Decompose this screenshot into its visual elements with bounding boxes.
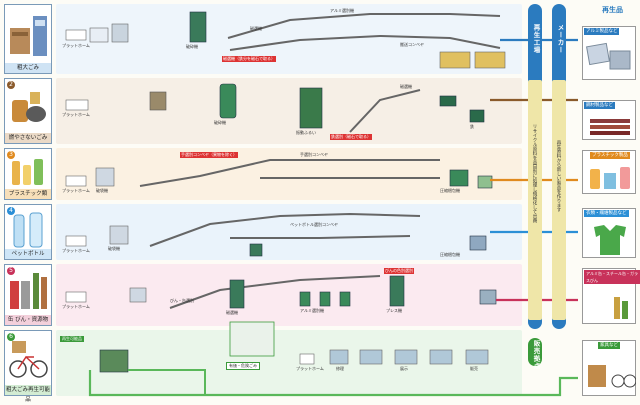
r6-label-display: 展示 xyxy=(400,366,408,371)
bicycle-icon xyxy=(9,341,48,378)
product-box-aluminum xyxy=(582,26,636,80)
r1-label-conveyor: 搬送コンベヤ xyxy=(400,42,424,47)
r1-label-magnet: 磁選機 xyxy=(250,26,262,31)
row6-flow xyxy=(99,321,489,373)
cans-glass-icon xyxy=(614,297,628,319)
category-pet: 4 ペットボトル xyxy=(4,204,52,260)
row-bg-2 xyxy=(56,78,522,144)
sales-label: 販売拠点 xyxy=(532,340,540,370)
category-number: 5 xyxy=(7,267,15,275)
r3-label-hand-sort: 手選別コンベヤ xyxy=(300,152,328,157)
recycle-factory-note-bg xyxy=(528,80,542,320)
r6-label-platform: プラットホーム xyxy=(296,366,324,371)
clothing-icon xyxy=(594,225,626,255)
category-number: 3 xyxy=(7,151,15,159)
product-box-furniture xyxy=(582,340,636,396)
category-nonburnable: 2 燃やさないごみ xyxy=(4,78,52,144)
r5-redbox: びんの色別選別 xyxy=(384,268,414,274)
products-title: 再生品 xyxy=(602,6,623,14)
product-tag-plastic: プラスチック製品 xyxy=(590,152,630,159)
category-label: 粗大ごみ再生可能品 xyxy=(5,385,51,403)
product-tag-cans-glass: アルミ缶・スチール缶・ガラスびん xyxy=(584,270,640,284)
r6-label-repair: 修理 xyxy=(336,366,344,371)
r2-label-crusher: 破砕機 xyxy=(214,120,226,125)
r3-label-baler: 圧縮梱包機 xyxy=(440,188,460,193)
product-tag-aluminum: アルミ製品など xyxy=(584,28,620,35)
r1-label-aluminum: アルミ選別機 xyxy=(330,8,354,13)
r1-redbox: 磁選機（鉄分を磁石で取る） xyxy=(222,56,276,62)
r4-label-bag-breaker: 破袋機 xyxy=(108,246,120,251)
row2-flow xyxy=(65,83,485,133)
product-tag-steel: 鋼材製品など xyxy=(584,102,615,109)
maker-note: 再生原料から新しい製品を作ります xyxy=(556,140,561,212)
r2-label-screen: 振動ふるい xyxy=(296,130,316,135)
row-bg-4 xyxy=(56,204,522,260)
r5-label-aluminum: アルミ選別機 xyxy=(300,308,324,313)
category-label: 粗大ごみ xyxy=(5,63,51,73)
furniture-products-icon xyxy=(588,365,636,388)
furniture-icon xyxy=(10,16,47,56)
product-tag-furniture: 家具など xyxy=(598,342,620,349)
maker-label: メーカー xyxy=(556,24,564,54)
category-number: 4 xyxy=(7,207,15,215)
row3-flow xyxy=(65,159,493,189)
r3-redbox: 手選別コンベヤ（異物を除く） xyxy=(180,152,238,158)
r4-label-baler: 圧縮梱包機 xyxy=(440,252,460,257)
r1-label-platform: プラットホーム xyxy=(62,43,90,48)
r4-label-platform: プラットホーム xyxy=(62,248,90,253)
pots-icon xyxy=(12,92,46,122)
steel-bars-icon xyxy=(590,119,630,135)
r5-label-press: プレス機 xyxy=(386,308,402,313)
maker-note-bg xyxy=(552,80,566,320)
category-label: ペットボトル xyxy=(5,249,51,259)
sales-band xyxy=(528,338,542,366)
recycle-factory-note: リサイクル原料を品目別に処理し規格化して出荷 xyxy=(532,124,537,223)
cans-bottles-icon xyxy=(10,273,47,309)
category-cans-bottles: 5 缶 びん・資源物 xyxy=(4,264,52,326)
row5-flow xyxy=(65,275,497,309)
pet-bottle-icon xyxy=(13,212,43,248)
category-plastic: 3 プラスチック類 xyxy=(4,148,52,200)
category-label: 缶 びん・資源物 xyxy=(5,315,51,325)
r5-label-sort: びん・缶選別 xyxy=(170,298,194,303)
category-number: 6 xyxy=(7,333,15,341)
r6-label-sales: 販売 xyxy=(470,366,478,371)
r3-label-bag-breaker: 破袋機 xyxy=(96,188,108,193)
category-reusable: 6 粗大ごみ再生可能品 xyxy=(4,330,52,403)
r2-redbox: 鉄選別（磁石で取る） xyxy=(330,134,372,140)
r2-label-magnet: 磁選機 xyxy=(400,84,412,89)
r1-label-crusher: 破砕機 xyxy=(186,44,198,49)
r6-sub-left: 再生可能品 xyxy=(60,336,84,342)
category-bulky: 粗大ごみ xyxy=(4,4,52,74)
r5-label-platform: プラットホーム xyxy=(62,304,90,309)
r3-label-platform: プラットホーム xyxy=(62,188,90,193)
category-label: 燃やさないごみ xyxy=(5,133,51,143)
r5-label-magnet: 磁選機 xyxy=(226,310,238,315)
row-bg-3 xyxy=(56,148,522,200)
plastic-products-icon xyxy=(590,167,630,189)
r4-label-pet-sort: ペットボトル選別コンベヤ xyxy=(290,222,338,227)
r2-label-iron: 鉄 xyxy=(470,124,474,129)
row4-flow xyxy=(65,212,487,257)
recycle-factory-label: 再生工場 xyxy=(532,24,540,54)
aluminum-sheets-icon xyxy=(586,42,631,70)
category-number: 2 xyxy=(7,81,15,89)
plastic-bottles-icon xyxy=(12,159,43,185)
r2-label-platform: プラットホーム xyxy=(62,112,90,117)
row1-flow xyxy=(65,11,506,69)
category-label: プラスチック類 xyxy=(5,189,51,199)
r6-sub-mid: 有価・危険ごみ xyxy=(226,362,260,370)
product-tag-textile: 衣類・繊維製品など xyxy=(584,210,629,217)
